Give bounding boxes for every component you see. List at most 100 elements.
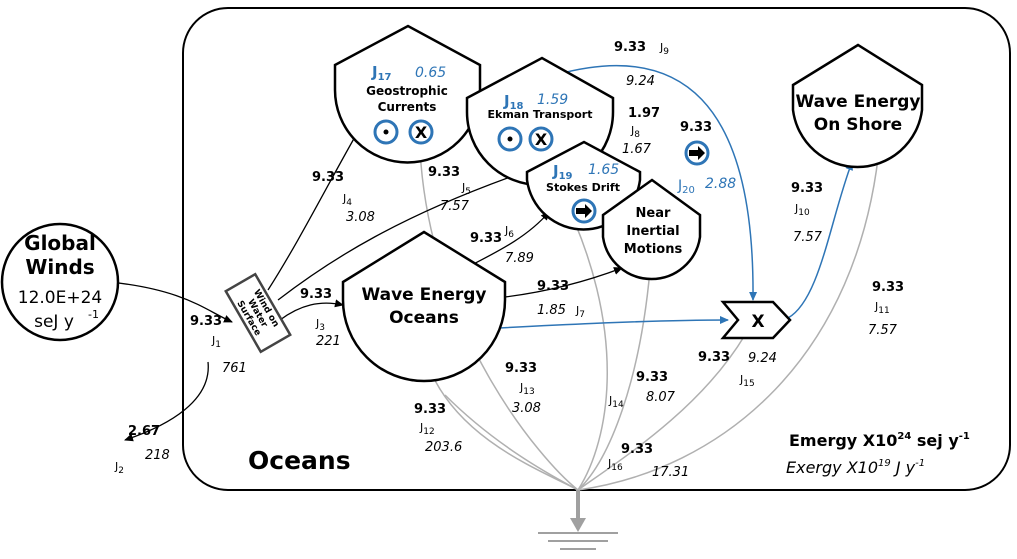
svg-text:7.89: 7.89 bbox=[505, 251, 534, 266]
svg-text:2.67: 2.67 bbox=[128, 424, 160, 439]
svg-text:J14: J14 bbox=[608, 394, 624, 410]
svg-text:17.31: 17.31 bbox=[652, 465, 689, 480]
x-in-circle-icon bbox=[528, 126, 554, 152]
svg-text:9.33: 9.33 bbox=[680, 120, 712, 135]
svg-text:1.97: 1.97 bbox=[628, 106, 660, 121]
flow-j5 bbox=[277, 168, 531, 301]
svg-text:Global: Global bbox=[24, 231, 96, 255]
svg-text:J3: J3 bbox=[315, 317, 325, 333]
heat-sink-symbol bbox=[538, 490, 618, 550]
svg-text:9.33: 9.33 bbox=[505, 361, 537, 376]
flow-j7 bbox=[504, 267, 623, 298]
j20-node: 9.33 J20 2.88 bbox=[677, 120, 736, 196]
svg-text:9.33: 9.33 bbox=[312, 170, 344, 185]
wave-energy-oceans-node: Wave Energy Oceans bbox=[341, 230, 507, 383]
svg-text:X: X bbox=[415, 123, 428, 142]
svg-text:seJ y: seJ y bbox=[34, 312, 74, 332]
svg-text:9.33: 9.33 bbox=[872, 280, 904, 295]
svg-text:-1: -1 bbox=[88, 308, 99, 321]
svg-text:J2: J2 bbox=[114, 460, 124, 476]
heat-sink-flows bbox=[419, 139, 881, 491]
svg-text:J5: J5 bbox=[461, 181, 471, 197]
svg-text:203.6: 203.6 bbox=[425, 440, 462, 455]
svg-text:X: X bbox=[751, 312, 764, 332]
svg-text:9.33: 9.33 bbox=[614, 40, 646, 55]
svg-text:J7: J7 bbox=[575, 304, 585, 320]
svg-text:J18: J18 bbox=[503, 92, 524, 112]
flow-labels: 9.33 J1 761 2.67 218 J2 9.33 J3 221 9.33… bbox=[114, 40, 904, 480]
svg-text:221: 221 bbox=[316, 334, 341, 349]
svg-text:Motions: Motions bbox=[624, 242, 683, 257]
flow-j3 bbox=[279, 299, 344, 321]
svg-text:Wave Energy: Wave Energy bbox=[361, 285, 486, 305]
svg-text:9.24: 9.24 bbox=[626, 74, 655, 89]
svg-text:Exergy X1019 J y-1: Exergy X1019 J y-1 bbox=[786, 458, 925, 477]
svg-text:9.24: 9.24 bbox=[748, 351, 777, 366]
svg-text:J10: J10 bbox=[794, 202, 810, 218]
svg-text:J20: J20 bbox=[677, 178, 695, 196]
svg-text:3.08: 3.08 bbox=[346, 210, 375, 225]
svg-text:3.08: 3.08 bbox=[512, 401, 541, 416]
svg-text:12.0E+24: 12.0E+24 bbox=[18, 288, 102, 308]
svg-text:Ekman Transport: Ekman Transport bbox=[487, 108, 592, 121]
svg-text:761: 761 bbox=[222, 361, 247, 376]
svg-text:Inertial: Inertial bbox=[626, 224, 679, 239]
flow-j2 bbox=[124, 361, 209, 442]
oceans-label: Oceans bbox=[248, 446, 351, 475]
flow-j9 bbox=[554, 64, 758, 301]
svg-text:J12: J12 bbox=[419, 421, 435, 437]
svg-text:1.59: 1.59 bbox=[537, 92, 568, 108]
svg-text:Stokes Drift: Stokes Drift bbox=[546, 181, 620, 194]
svg-text:7.57: 7.57 bbox=[868, 323, 898, 338]
svg-text:0.65: 0.65 bbox=[415, 65, 446, 81]
svg-text:Oceans: Oceans bbox=[389, 308, 459, 328]
svg-text:9.33: 9.33 bbox=[414, 402, 446, 417]
svg-text:9.33: 9.33 bbox=[190, 314, 222, 329]
x-in-circle-icon bbox=[408, 119, 434, 145]
multiplier-node: X bbox=[720, 300, 792, 340]
svg-text:J19: J19 bbox=[552, 162, 573, 182]
svg-text:J11: J11 bbox=[874, 300, 890, 316]
svg-text:On Shore: On Shore bbox=[814, 115, 902, 135]
svg-text:Geostrophic: Geostrophic bbox=[366, 84, 448, 98]
svg-text:2.88: 2.88 bbox=[705, 176, 736, 192]
svg-text:9.33: 9.33 bbox=[621, 442, 653, 457]
svg-text:218: 218 bbox=[145, 448, 170, 463]
svg-text:J13: J13 bbox=[519, 381, 535, 397]
global-winds-source: Global Winds 12.0E+24 seJ y -1 bbox=[0, 222, 120, 342]
svg-text:1.85: 1.85 bbox=[537, 303, 566, 318]
oceans-system-boundary bbox=[182, 7, 1011, 491]
svg-text:9.33: 9.33 bbox=[698, 350, 730, 365]
wave-energy-on-shore-node: Wave Energy On Shore bbox=[791, 43, 924, 169]
near-inertial-motions-node: Near Inertial Motions bbox=[601, 178, 702, 281]
svg-text:J6: J6 bbox=[504, 224, 514, 240]
svg-text:X: X bbox=[535, 130, 548, 149]
svg-text:9.33: 9.33 bbox=[428, 165, 460, 180]
svg-text:1.65: 1.65 bbox=[588, 162, 619, 178]
svg-text:J17: J17 bbox=[371, 63, 392, 83]
flow-j4 bbox=[267, 127, 361, 291]
svg-text:Wave Energy: Wave Energy bbox=[795, 92, 920, 112]
svg-text:9.33: 9.33 bbox=[470, 231, 502, 246]
svg-text:J4: J4 bbox=[342, 192, 352, 208]
units-legend: Emergy X1024 sej y-1 Exergy X1019 J y-1 bbox=[786, 431, 970, 477]
svg-text:7.57: 7.57 bbox=[440, 199, 470, 214]
wind-on-water-surface-box: Wind on Water Surface bbox=[224, 272, 292, 354]
flow-j1 bbox=[109, 281, 233, 323]
svg-text:Emergy X1024 sej y-1: Emergy X1024 sej y-1 bbox=[789, 431, 970, 450]
svg-text:J16: J16 bbox=[607, 457, 623, 473]
svg-text:Winds: Winds bbox=[25, 255, 94, 279]
svg-text:9.33: 9.33 bbox=[791, 181, 823, 196]
svg-text:J15: J15 bbox=[739, 373, 755, 389]
svg-text:9.33: 9.33 bbox=[636, 370, 668, 385]
svg-text:9.33: 9.33 bbox=[537, 279, 569, 294]
svg-text:J8: J8 bbox=[630, 124, 640, 140]
svg-text:J1: J1 bbox=[211, 334, 221, 350]
svg-text:Currents: Currents bbox=[378, 100, 437, 114]
svg-text:Near: Near bbox=[636, 206, 671, 221]
flow-j10 bbox=[787, 161, 853, 319]
svg-text:J9: J9 bbox=[659, 41, 669, 57]
svg-text:8.07: 8.07 bbox=[646, 390, 676, 405]
geostrophic-currents-node: J17 0.65 Geostrophic Currents X bbox=[333, 24, 482, 164]
